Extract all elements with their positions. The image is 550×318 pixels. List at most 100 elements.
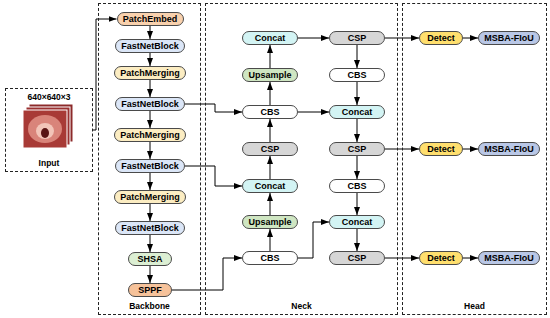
box-label: FastNetBlock [121,223,179,234]
box-label: CSP [348,144,367,155]
connector-arrow [463,149,478,150]
connector-arrow [150,26,151,39]
connector-arrow [93,19,117,130]
box-label: Detect [427,253,455,264]
box-label: CSP [348,33,367,44]
connector-arrow [150,266,151,283]
process-box: Concat [242,179,298,193]
connector-arrow [185,166,242,186]
connector-arrow [150,53,151,66]
connector-arrow [357,45,358,68]
box-label: CBS [260,253,279,264]
process-box: MSBA-FIoU [478,142,540,156]
connector-arrow [172,258,242,290]
process-box: FastNetBlock [115,39,185,53]
process-box: Concat [242,31,298,45]
process-box: FastNetBlock [115,159,185,173]
process-box: Upsample [242,68,298,82]
box-label: SPPF [138,285,162,296]
region-title: Backbone [99,301,200,311]
box-label: Detect [427,33,455,44]
box-label: MSBA-FIoU [484,253,534,264]
box-label: CBS [347,181,366,192]
box-label: Upsample [248,70,291,81]
box-label: Concat [255,33,286,44]
box-label: PatchEmbed [123,14,178,25]
process-box: CSP [329,142,385,156]
region-title: Neck [206,301,397,311]
process-box: Detect [419,142,463,156]
process-box: CSP [242,142,298,156]
process-box: Concat [329,215,385,229]
process-box: PatchMerging [114,128,186,142]
connector-arrow [357,119,358,142]
box-label: CSP [261,144,280,155]
process-box: CBS [329,179,385,193]
input-image-stack [23,104,73,148]
box-label: PatchMerging [120,192,180,203]
process-box: MSBA-FIoU [478,31,540,45]
connector-arrow [150,204,151,221]
connector-arrow [357,229,358,251]
connector-arrow [150,80,151,97]
process-box: MSBA-FIoU [478,251,540,265]
connector-arrow [298,222,329,258]
throat-tissue [36,123,54,139]
connector-arrow [463,258,478,259]
process-box: CBS [329,68,385,82]
connector-arrow [150,142,151,159]
box-label: CSP [348,253,367,264]
box-label: PatchMerging [120,68,180,79]
process-box: Concat [329,105,385,119]
throat-opening [41,128,49,138]
process-box: CBS [242,105,298,119]
process-box: CSP [329,251,385,265]
process-box: PatchMerging [114,66,186,80]
image-frame [23,110,67,148]
connector-arrow [270,45,271,68]
process-box: PatchEmbed [117,12,184,26]
connector-arrow [270,82,271,105]
process-box: Detect [419,31,463,45]
box-label: MSBA-FIoU [484,144,534,155]
process-box: Upsample [242,215,298,229]
connector-arrow [463,38,478,39]
connector-arrow [270,229,271,251]
connector-arrow [150,111,151,128]
process-box: CBS [242,251,298,265]
box-label: CBS [260,107,279,118]
connector-arrow [270,156,271,179]
neck-region: NeckConcatUpsampleCBSCSPConcatUpsampleCB… [205,3,398,315]
throat-tissue [28,115,62,143]
connector-arrow [270,119,271,142]
backbone-region: BackbonePatchEmbedFastNetBlockPatchMergi… [98,3,201,315]
connector-arrow [357,156,358,179]
box-label: SHSA [137,254,162,265]
process-box: SHSA [128,252,172,266]
connector-arrow [357,82,358,105]
dimension-label: 640×640×3 [6,92,92,102]
box-label: FastNetBlock [121,41,179,52]
input-panel: 640×640×3Input [5,88,93,172]
region-title: Input [6,158,92,168]
box-label: PatchMerging [120,130,180,141]
process-box: FastNetBlock [115,221,185,235]
process-box: SPPF [128,283,172,297]
connector-arrow [357,193,358,215]
box-label: MSBA-FIoU [484,33,534,44]
connector-layer [93,19,478,290]
connector-arrow [298,112,329,113]
connector-arrow [270,193,271,215]
connector-arrow [298,38,329,39]
box-label: Detect [427,144,455,155]
region-title: Head [403,301,546,311]
box-label: FastNetBlock [121,161,179,172]
connector-arrow [185,104,242,112]
head-region: HeadDetectMSBA-FIoUDetectMSBA-FIoUDetect… [402,3,547,315]
connector-arrow [150,235,151,252]
box-label: Concat [255,181,286,192]
process-box: PatchMerging [114,190,186,204]
process-box: CSP [329,31,385,45]
